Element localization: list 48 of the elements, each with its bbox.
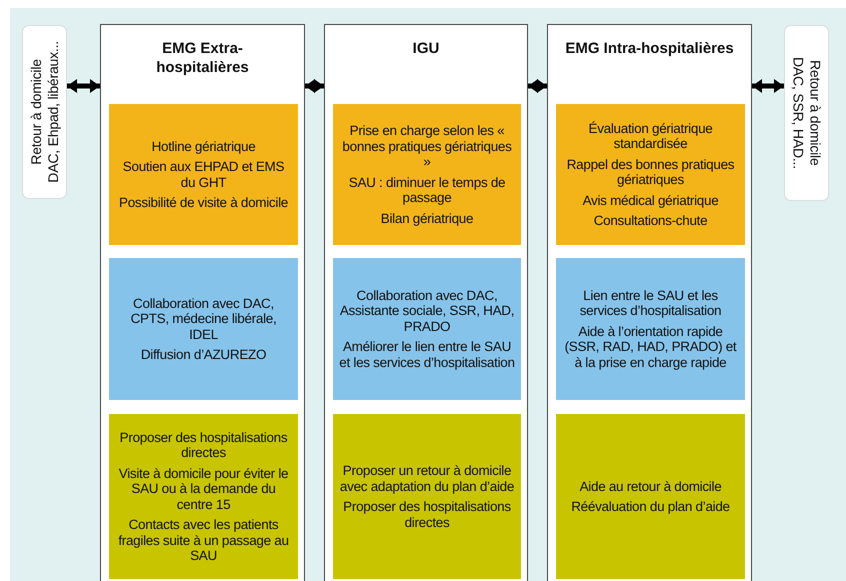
column-panel bbox=[100, 24, 305, 581]
side-panel bbox=[784, 25, 829, 201]
info-text: Réévaluation du plan d’aide bbox=[571, 499, 730, 514]
double-arrow bbox=[752, 79, 784, 93]
info-text: Proposer des hospitalisations directes bbox=[342, 499, 512, 530]
info-text: Proposer un retour à domicile avec adaptation du plan d’aide bbox=[339, 463, 515, 494]
info-text: Aide à l’orientation rapide (SSR, RAD, HAD, PRADO) et à la prise en charge rapide bbox=[564, 324, 738, 370]
info-text: Collaboration avec DAC, CPTS, médecine libérale, IDEL bbox=[130, 296, 278, 342]
info-text: Aide au retour à domicile bbox=[580, 478, 722, 494]
column-heading: EMG Extra-hospitalières bbox=[155, 39, 250, 77]
info-text: Visite à domicile pour éviter le SAU ou à la demande du centre 15 bbox=[118, 466, 290, 512]
side-text: Retour à domicile bbox=[806, 60, 824, 166]
info-box bbox=[556, 258, 745, 400]
info-text: Bilan gériatrique bbox=[380, 210, 474, 226]
info-text: Hotline gériatrique bbox=[152, 138, 256, 154]
info-box bbox=[109, 104, 298, 245]
info-text: Collaboration avec DAC, Assistante sociale, SSR, HAD, PRADO bbox=[339, 288, 515, 334]
info-box bbox=[556, 414, 745, 579]
info-text: Consultations-chute bbox=[594, 213, 708, 228]
info-box bbox=[333, 414, 521, 579]
info-box bbox=[556, 104, 745, 245]
info-text: Prise en charge selon les « bonnes pratiques gériatriques » bbox=[341, 123, 513, 170]
info-text: Soutien aux EHPAD et EMS du GHT bbox=[122, 159, 286, 190]
info-box bbox=[333, 258, 521, 400]
info-box bbox=[333, 104, 521, 245]
info-text: Possibilité de visite à domicile bbox=[119, 195, 288, 210]
info-text: Proposer des hospitalisations directes bbox=[118, 430, 288, 460]
info-box bbox=[109, 258, 298, 400]
info-box bbox=[109, 414, 298, 579]
info-text: SAU : diminuer le temps de passage bbox=[348, 174, 506, 206]
info-text: Évaluation gériatrique standardisée bbox=[588, 120, 714, 152]
column-heading: IGU bbox=[412, 39, 440, 58]
info-text: Diffusion d’AZUREZO bbox=[140, 347, 266, 362]
side-panel bbox=[22, 25, 67, 199]
column-heading: EMG Intra-hospitalières bbox=[564, 39, 734, 58]
side-text: DAC, Ehpad, libéraux... bbox=[44, 41, 62, 183]
info-text: Rappel des bonnes pratiques gériatriques bbox=[566, 156, 736, 188]
column-panel bbox=[324, 24, 528, 581]
info-text: Lien entre le SAU et les services d’hospitalisation bbox=[578, 288, 722, 319]
column-panel bbox=[547, 24, 752, 581]
double-arrow bbox=[528, 79, 547, 93]
side-text: DAC, SSR, HAD... bbox=[790, 57, 806, 169]
double-arrow bbox=[67, 79, 100, 93]
side-text: Retour à domicile bbox=[28, 59, 44, 165]
double-arrow bbox=[305, 79, 324, 93]
info-text: Améliorer le lien entre le SAU et les services d’hospitalisation bbox=[339, 339, 515, 370]
info-text: Avis médical gériatrique bbox=[582, 192, 718, 208]
info-text: Contacts avec les patients fragiles suite à un passage au SAU bbox=[117, 517, 290, 564]
